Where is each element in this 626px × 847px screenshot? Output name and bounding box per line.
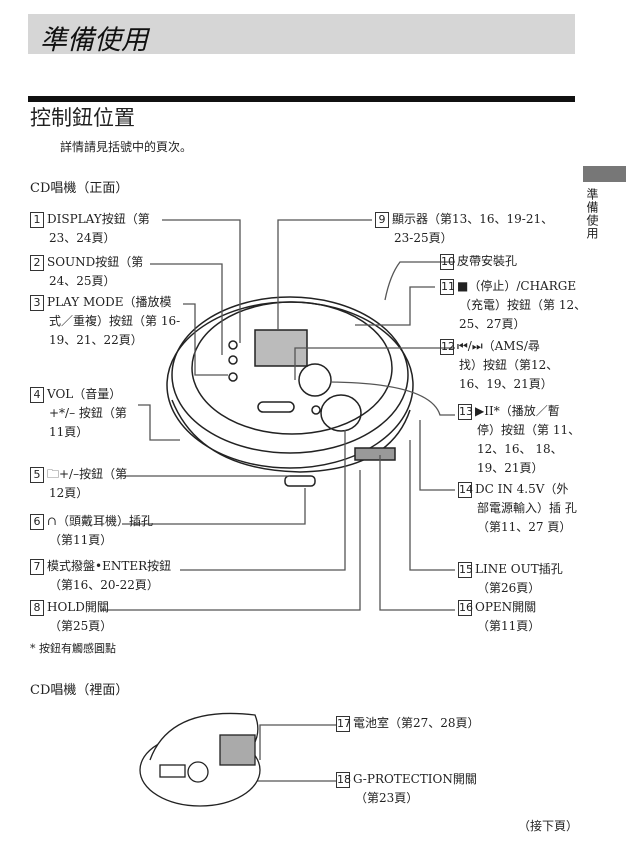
- label-text: 顯示器（第13、16、19-21、: [392, 212, 554, 226]
- label-text: （第11頁）: [49, 533, 113, 547]
- label-text: 部電源輸入）插 孔（第11、27 頁）: [477, 501, 577, 534]
- label-play-pause-button: 13▶II*（播放／暫停）按鈕（第 11、12、16、 18、19、21頁）: [458, 402, 583, 478]
- callout-number: 6: [30, 514, 44, 530]
- label-text: +*/– 按鈕（第11頁）: [49, 406, 127, 439]
- chapter-title: 準備使用: [40, 25, 148, 56]
- callout-number: 13: [458, 404, 473, 420]
- label-text: 式／重複）按鈕（第 16-19、21、22頁）: [49, 314, 181, 347]
- divider: [28, 96, 575, 102]
- callout-number: 1: [30, 212, 44, 228]
- callout-number: 10: [440, 254, 455, 270]
- label-text: DC IN 4.5V（外: [475, 482, 569, 496]
- label-ams-button: 12⏮/⏭（AMS/尋找）按鈕（第12、 16、19、21頁）: [440, 337, 585, 394]
- callout-number: 14: [458, 482, 473, 498]
- callout-number: 8: [30, 600, 44, 616]
- label-text: VOL（音量）: [47, 387, 122, 401]
- callout-number: 12: [440, 339, 455, 355]
- label-text: （充電）按鈕（第 12、25、27頁）: [459, 298, 587, 331]
- label-text: SOUND按鈕（第: [47, 255, 144, 269]
- side-tab: [583, 166, 626, 182]
- label-headphone-jack: 6∩（頭戴耳機）插孔 （第11頁）: [30, 512, 190, 550]
- label-folder-button: 5🗀+/–按鈕（第 12頁）: [30, 465, 190, 503]
- intro-text: 詳情請見括號中的頁次。: [60, 140, 193, 154]
- callout-number: 18: [336, 772, 351, 788]
- back-caption: CD唱機（裡面）: [30, 683, 129, 698]
- label-text: 找）按鈕（第12、 16、19、21頁）: [459, 358, 559, 391]
- label-text: OPEN開關: [475, 600, 537, 614]
- callout-number: 3: [30, 295, 44, 311]
- label-text: （第23頁）: [355, 791, 419, 805]
- label-text: 停）按鈕（第 11、12、16、 18、19、21頁）: [477, 423, 581, 475]
- side-tab-label: 準備使用: [585, 188, 599, 240]
- callout-number: 5: [30, 467, 44, 483]
- callout-number: 11: [440, 279, 455, 295]
- label-text: DISPLAY按鈕（第: [47, 212, 150, 226]
- label-text: 電池室（第27、28頁）: [353, 716, 480, 730]
- label-text: ∩（頭戴耳機）插孔: [47, 514, 154, 528]
- chapter-header: 準備使用: [28, 14, 575, 56]
- callout-number: 7: [30, 559, 44, 575]
- label-text: PLAY MODE（播放模: [47, 295, 172, 309]
- label-text: 24、25頁）: [49, 274, 116, 288]
- footnote: * 按鈕有觸感圓點: [30, 642, 116, 655]
- label-text: ⏮/⏭（AMS/尋: [457, 339, 540, 353]
- label-text: ▶II*（播放／暫: [475, 404, 560, 418]
- label-text: LINE OUT插孔: [475, 562, 563, 576]
- label-text: HOLD開關: [47, 600, 109, 614]
- label-text: （第11頁）: [477, 619, 541, 633]
- label-text: 12頁）: [49, 486, 89, 500]
- callout-number: 16: [458, 600, 473, 616]
- section-title: 控制鈕位置: [30, 106, 135, 130]
- label-text: ■（停止）/CHARGE: [457, 279, 577, 293]
- callout-number: 9: [375, 212, 389, 228]
- callout-number: 4: [30, 387, 44, 403]
- label-text: 23-25頁）: [394, 231, 453, 245]
- label-text: 皮帶安裝孔: [457, 254, 518, 268]
- callout-number: 2: [30, 255, 44, 271]
- label-text: 🗀+/–按鈕（第: [47, 467, 128, 481]
- label-stop-charge-button: 11■（停止）/CHARGE （充電）按鈕（第 12、25、27頁）: [440, 277, 590, 334]
- label-text: （第16、20-22頁）: [49, 578, 159, 592]
- label-text: G-PROTECTION開關: [353, 772, 477, 786]
- label-text: 模式撥盤•ENTER按鈕: [47, 559, 172, 573]
- label-text: 23、24頁）: [49, 231, 116, 245]
- callout-number: 15: [458, 562, 473, 578]
- callout-number: 17: [336, 716, 351, 732]
- front-caption: CD唱機（正面）: [30, 181, 129, 196]
- label-text: （第26頁）: [477, 581, 541, 595]
- label-text: （第25頁）: [49, 619, 113, 633]
- continued-note: （接下頁）: [518, 819, 579, 833]
